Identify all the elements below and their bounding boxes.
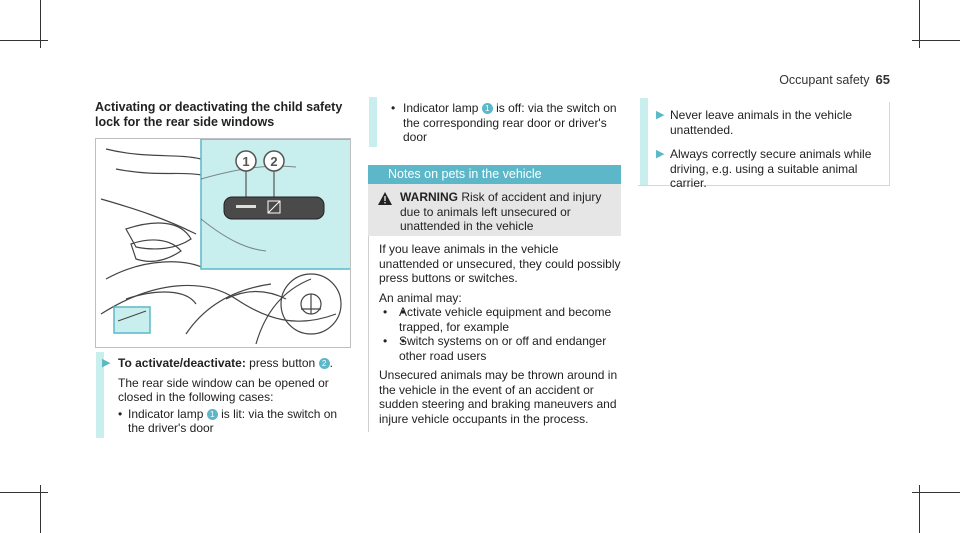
crop-mark <box>0 40 48 41</box>
crop-mark <box>40 0 41 48</box>
list-item-text: Indicator lamp <box>128 406 204 421</box>
step-line: ▶ To activate/deactivate: press button 2… <box>102 356 333 370</box>
crop-mark <box>919 0 920 48</box>
callout-1-inline: 1 <box>206 408 218 420</box>
notes-heading: Notes on pets in the vehicle <box>368 165 621 184</box>
crop-mark <box>919 485 920 533</box>
list-item-text: is off: via the switch on the correspond… <box>403 101 617 144</box>
step-arrow-icon: ▶ <box>656 148 665 160</box>
step-label: To activate/deactivate: <box>118 356 246 370</box>
warning-label: WARNING <box>400 190 458 204</box>
list-continued: Indicator lamp 1 is off: via the switch … <box>369 101 624 145</box>
list-item: • Activate vehicle equipment and become … <box>379 305 621 334</box>
instruction-step: ▶ To activate/deactivate: press button 2… <box>96 356 351 436</box>
page-header: Occupant safety 65 <box>779 72 890 87</box>
warning-triangle-icon <box>378 192 392 205</box>
divider <box>368 236 369 432</box>
heading-line-2: lock for the rear side windows <box>95 115 275 129</box>
callout-1: 1 <box>242 154 249 169</box>
section-heading: Activating or deactivating the child saf… <box>95 100 355 130</box>
callout-2: 2 <box>270 154 277 169</box>
tips-box: ▶ Never leave animals in the vehicle una… <box>638 102 890 190</box>
step-text: press button <box>249 356 316 370</box>
list-item-text: Never leave animals in the vehicle unatt… <box>670 108 853 137</box>
list-item: • Switch systems on or off and endanger … <box>379 334 621 363</box>
warning-text: WARNING Risk of accident and injury due … <box>400 190 612 234</box>
accent-bar <box>640 98 648 186</box>
crop-mark <box>0 492 48 493</box>
warning-message: Risk of accident and injury due to anima… <box>400 190 602 233</box>
list-item: ▶ Always correctly secure animals while … <box>652 147 885 191</box>
list-item: Indicator lamp 1 is off: via the switch … <box>369 101 624 145</box>
callout-2-inline: 2 <box>318 358 330 369</box>
warning-box: WARNING Risk of accident and injury due … <box>368 184 621 236</box>
door-switch-illustration: 1 2 <box>95 138 351 348</box>
list-item-text: Indicator lamp <box>403 101 479 115</box>
page-number: 65 <box>875 72 890 87</box>
list-item: ▶ Never leave animals in the vehicle una… <box>652 108 885 137</box>
list-item-text: is lit: via the switch on the driver's d… <box>128 406 338 436</box>
step-arrow-icon: ▶ <box>656 109 665 121</box>
section-title: Occupant safety <box>779 73 870 87</box>
heading-line-1: Activating or deactivating the child saf… <box>95 100 343 114</box>
paragraph: Unsecured animals may be thrown around i… <box>379 368 618 426</box>
bullet-icon: • <box>383 334 388 348</box>
accent-bar <box>96 352 104 438</box>
crop-mark <box>912 40 960 41</box>
callout-1-inline: 1 <box>481 103 493 114</box>
crop-mark <box>912 492 960 493</box>
list-item: Indicator lamp 1 is lit: via the switch … <box>96 407 351 436</box>
list-item-text: Always correctly secure animals while dr… <box>670 147 872 190</box>
paragraph: If you leave animals in the vehicle unat… <box>379 242 621 285</box>
paragraph: The rear side window can be opened or cl… <box>118 375 329 405</box>
list-item-text: Switch systems on or off and endanger ot… <box>399 334 607 363</box>
warning-details: If you leave animals in the vehicle unat… <box>368 236 621 432</box>
bullet-icon: • <box>383 305 388 319</box>
door-panel-drawing: 1 2 <box>100 139 350 345</box>
paragraph: An animal may: <box>379 290 462 305</box>
list-item-text: Activate vehicle equipment and become tr… <box>399 305 612 334</box>
step-arrow-icon: ▶ <box>102 357 111 369</box>
crop-mark <box>40 485 41 533</box>
